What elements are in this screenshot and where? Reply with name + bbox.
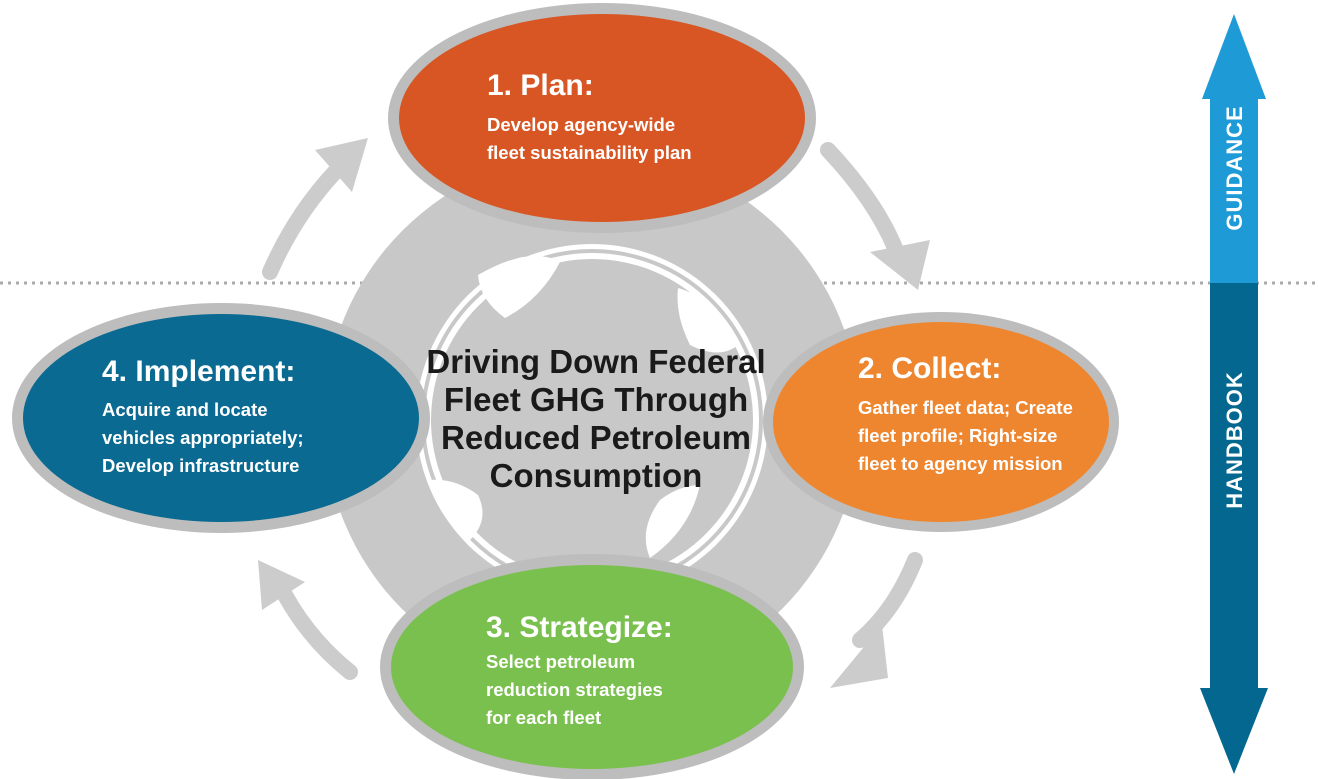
wheel-graphic bbox=[324, 152, 860, 688]
arrow-implement-to-plan bbox=[262, 164, 343, 280]
guidance-bar bbox=[1210, 96, 1258, 283]
wheel-spoke-cutout bbox=[645, 485, 700, 558]
wheel-spoke-cutout bbox=[478, 255, 560, 318]
step-plan-line: fleet sustainability plan bbox=[487, 142, 692, 163]
wheel-spoke-cutout bbox=[677, 288, 738, 353]
step-strategize-shape bbox=[391, 565, 793, 769]
arrowhead-icon bbox=[315, 138, 368, 192]
center-title-line: Reduced Petroleum bbox=[441, 419, 751, 456]
cycle-arrows bbox=[262, 142, 923, 680]
step-collect-line: Gather fleet data; Create bbox=[858, 397, 1073, 418]
wheel-spoke-cutout bbox=[430, 479, 483, 540]
arrowhead-icon bbox=[870, 240, 930, 290]
step-plan bbox=[388, 3, 816, 233]
step-collect bbox=[763, 312, 1119, 532]
guidance-label: GUIDANCE bbox=[1222, 105, 1247, 230]
step-plan-shape bbox=[399, 14, 805, 222]
step-implement-title: 4. Implement: bbox=[102, 355, 295, 388]
step-implement-line: Acquire and locate bbox=[102, 399, 268, 420]
step-strategize-line: for each fleet bbox=[486, 707, 601, 728]
guidance-handbook-axis: GUIDANCE HANDBOOK bbox=[1200, 14, 1268, 774]
step-plan-title: 1. Plan: bbox=[487, 69, 594, 102]
arrow-strategize-to-implement bbox=[277, 587, 358, 680]
step-collect-shape bbox=[773, 322, 1109, 522]
step-collect-line: fleet profile; Right-size bbox=[858, 425, 1057, 446]
center-title-line: Driving Down Federal bbox=[426, 343, 765, 380]
arrow-plan-to-collect bbox=[820, 142, 903, 256]
step-implement bbox=[12, 303, 430, 533]
step-strategize-title: 3. Strategize: bbox=[486, 611, 673, 644]
center-title: Driving Down Federal Fleet GHG Through R… bbox=[426, 343, 765, 494]
step-strategize-line: Select petroleum bbox=[486, 651, 635, 672]
arrowhead-icon bbox=[830, 625, 888, 688]
step-plan-line: Develop agency-wide bbox=[487, 114, 675, 135]
step-strategize-line: reduction strategies bbox=[486, 679, 663, 700]
step-collect-line: fleet to agency mission bbox=[858, 453, 1063, 474]
handbook-label: HANDBOOK bbox=[1222, 371, 1247, 509]
arrow-collect-to-strategize bbox=[852, 552, 923, 648]
step-implement-line: Develop infrastructure bbox=[102, 455, 299, 476]
step-implement-line: vehicles appropriately; bbox=[102, 427, 304, 448]
step-strategize bbox=[380, 554, 804, 779]
center-title-line: Fleet GHG Through bbox=[444, 381, 748, 418]
handbook-bar bbox=[1210, 283, 1258, 691]
step-implement-shape bbox=[23, 314, 419, 522]
step-collect-title: 2. Collect: bbox=[858, 352, 1001, 385]
arrowhead-icon bbox=[258, 560, 305, 610]
down-arrow-icon bbox=[1200, 688, 1268, 774]
up-arrow-icon bbox=[1202, 14, 1266, 99]
center-title-line: Consumption bbox=[490, 457, 703, 494]
